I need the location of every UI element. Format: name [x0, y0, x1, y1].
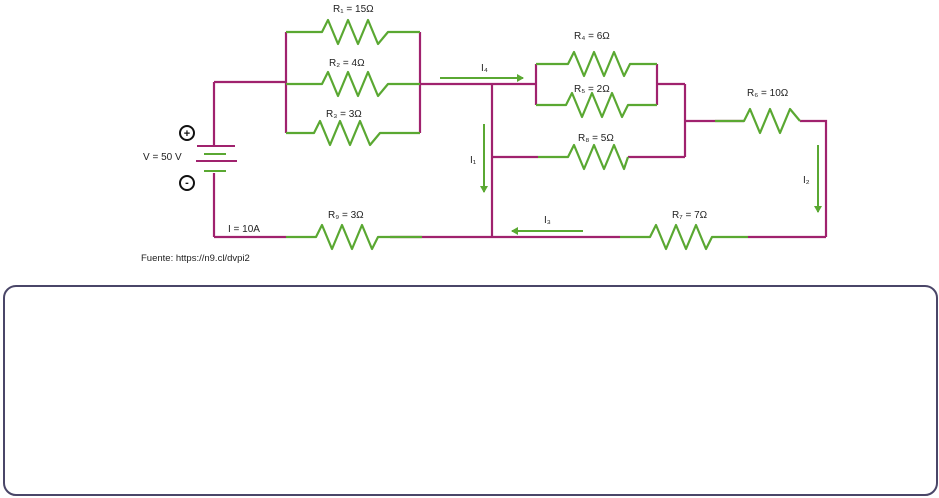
wires	[212, 32, 828, 239]
svg-text:-: -	[185, 177, 189, 189]
answer-box[interactable]	[3, 285, 938, 496]
label-r1: R₁ = 15Ω	[333, 4, 374, 15]
resistor-r4	[536, 50, 657, 78]
label-r6: R₆ = 10Ω	[747, 88, 789, 99]
label-r8: R₈ = 5Ω	[578, 133, 614, 144]
label-i3: I₃	[544, 215, 551, 226]
current-total-label: I = 10A	[228, 224, 260, 235]
label-i1: I₁	[470, 155, 477, 166]
resistor-r1	[286, 18, 420, 46]
resistor-r5	[536, 91, 657, 119]
label-r2: R₂ = 4Ω	[329, 58, 365, 69]
resistor-r2	[286, 70, 420, 98]
resistors	[286, 18, 801, 251]
plus-terminal-icon: +	[179, 125, 195, 141]
resistor-r7	[620, 223, 748, 251]
labels: R₁ = 15Ω R₂ = 4Ω R₃ = 3Ω R₄ = 6Ω R₅ = 2Ω…	[143, 4, 810, 235]
circuit-diagram: + - R₁ = 15Ω R₂ = 4Ω R₃ = 3Ω R₄ = 6Ω R₅ …	[143, 4, 828, 251]
resistor-r6	[715, 107, 801, 135]
minus-terminal-icon: -	[179, 175, 195, 191]
svg-text:+: +	[184, 128, 190, 140]
battery	[196, 145, 237, 172]
label-r5: R₅ = 2Ω	[574, 84, 610, 95]
resistor-r3	[286, 119, 420, 147]
voltage-label: V = 50 V	[143, 152, 182, 163]
label-r4: R₄ = 6Ω	[574, 31, 610, 42]
label-r9: R₉ = 3Ω	[328, 210, 364, 221]
label-r3: R₃ = 3Ω	[326, 109, 362, 120]
current-arrows	[440, 74, 822, 235]
label-i2: I₂	[803, 175, 810, 186]
resistor-r8	[538, 143, 630, 171]
label-r7: R₇ = 7Ω	[672, 210, 708, 221]
label-i4: I₄	[481, 63, 488, 74]
resistor-r9	[286, 223, 422, 251]
source-citation: Fuente: https://n9.cl/dvpi2	[141, 253, 250, 264]
